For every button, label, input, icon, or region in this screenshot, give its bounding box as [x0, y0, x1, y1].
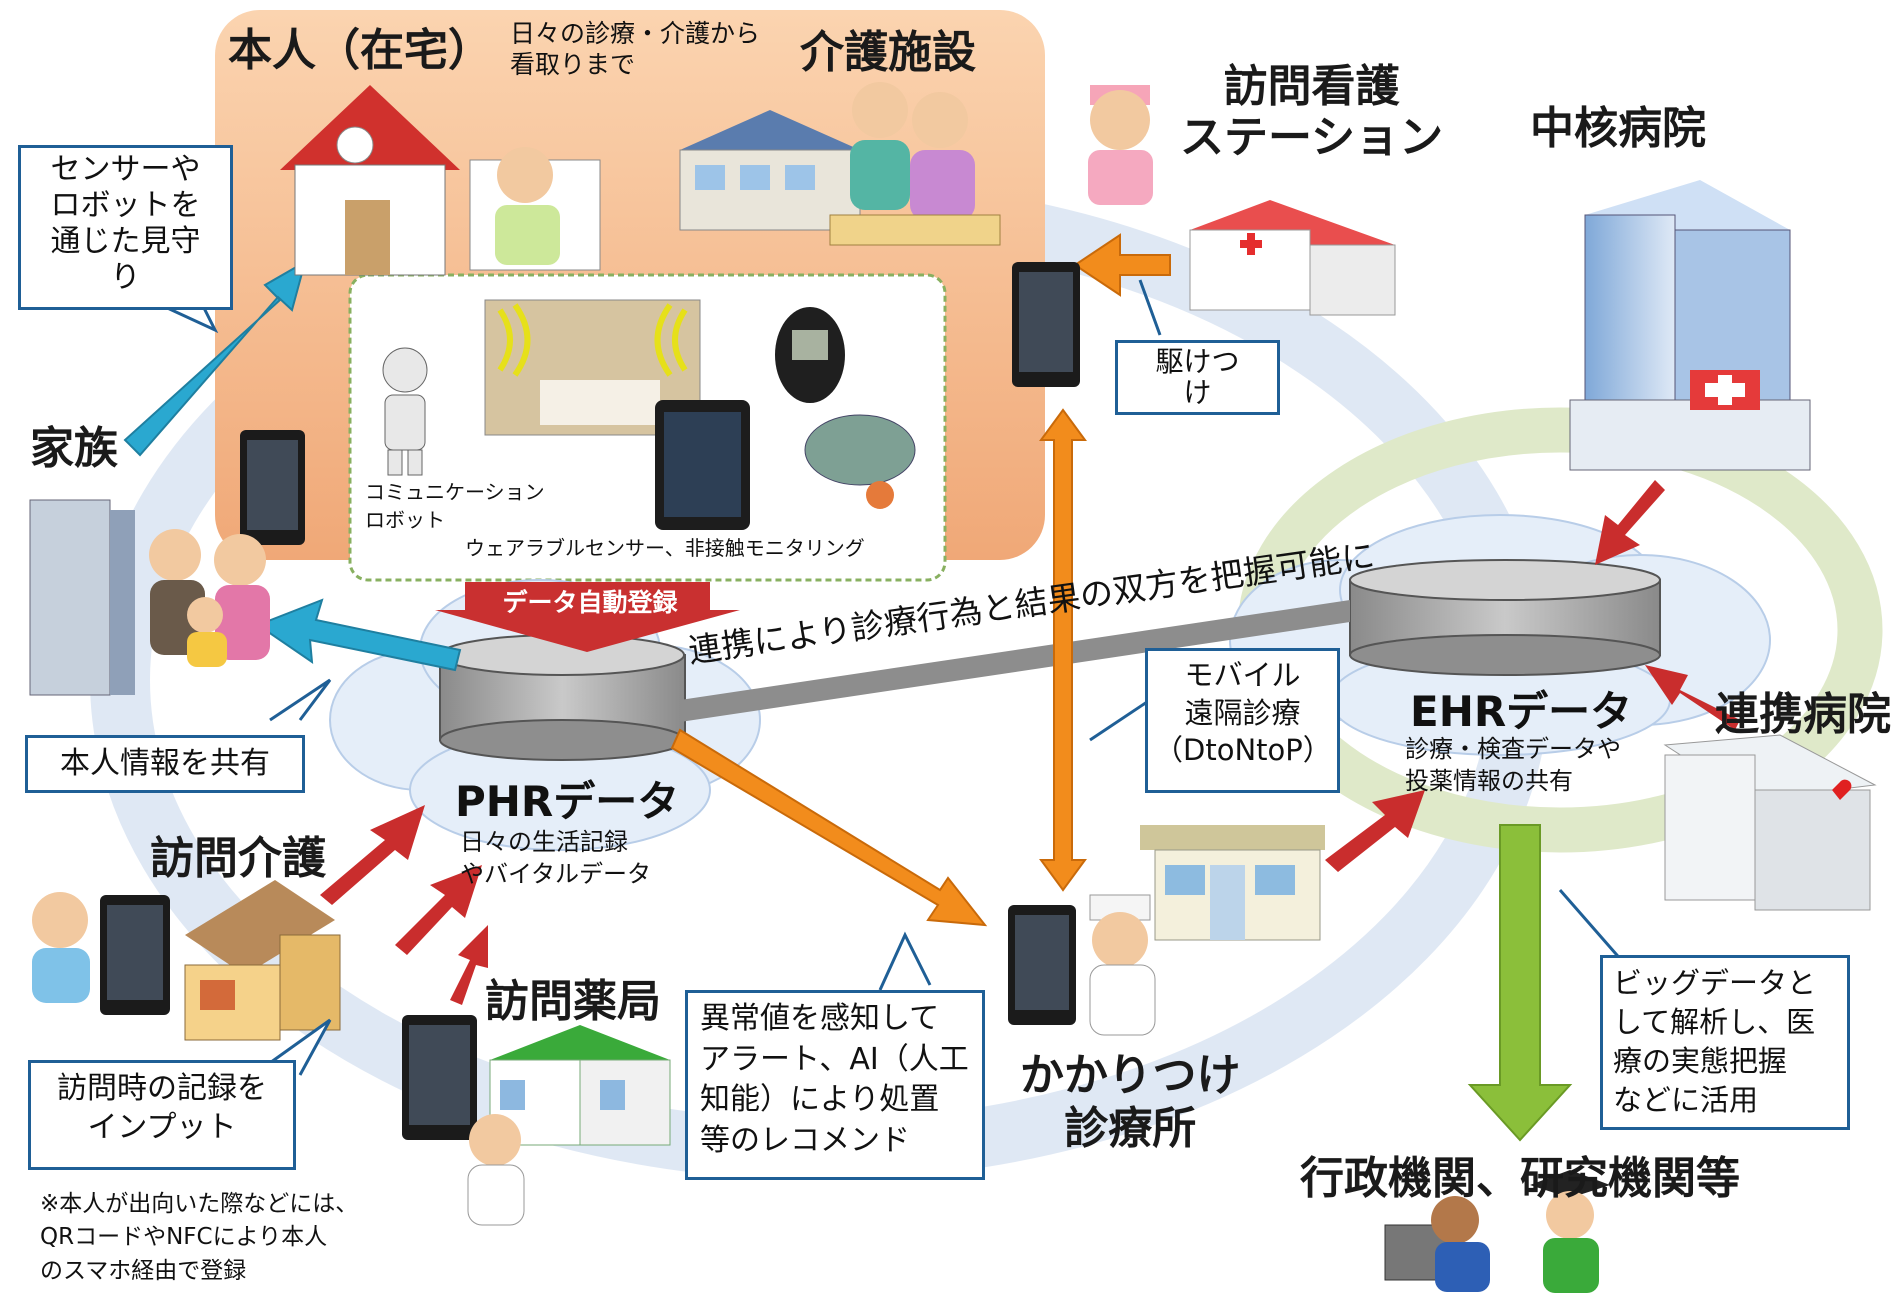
clinic-label: かかりつけ 診療所: [1020, 1050, 1241, 1154]
rush-callout: 駆けつ け: [1115, 340, 1280, 415]
nursing-station-icon: [1189, 200, 1396, 316]
ehr-title: EHRデータ: [1410, 687, 1633, 736]
auto-register-label: データ自動登録: [502, 588, 678, 617]
link-bar: [680, 600, 1350, 722]
red-arrow-visitcare-phr: [320, 805, 425, 905]
blue-arrow-to-home: [123, 259, 307, 457]
red-arrow-pharmacy-phr2: [450, 925, 488, 1005]
bigdata-callout: ビッグデータと して解析し、医 療の実態把握 などに活用: [1600, 955, 1850, 1130]
phr-title: PHRデータ: [455, 777, 680, 826]
admin-label: 行政機関、研究機関等: [1300, 1153, 1740, 1204]
home-helper-icon: [32, 892, 90, 1003]
red-arrow-core-ehr: [1595, 480, 1665, 565]
blood-pressure-icon: [804, 414, 916, 509]
alert-callout-tail: [878, 931, 932, 991]
admin-worker-icon: [1384, 1196, 1490, 1292]
visit-house-icon: [184, 880, 341, 1041]
red-arrow-clinic-ehr: [1325, 790, 1425, 872]
phr-desc: 日々の生活記録 やバイタルデータ: [460, 828, 652, 889]
red-arrow-pharmacy-phr1: [395, 865, 482, 955]
input-callout: 訪問時の記録を インプット: [28, 1060, 296, 1170]
orange-arrow-phr-clinic: [670, 728, 988, 927]
mobile-callout-tail: [1089, 698, 1151, 742]
care-facility-label: 介護施設: [800, 27, 976, 78]
nursing-station-label: 訪問看護 ステーション: [1180, 61, 1444, 163]
home-subtitle: 日々の診療・介護から 看取りまで: [510, 19, 761, 80]
mobile-callout: モバイル 遠隔診療 （DtoNtoP）: [1145, 648, 1340, 793]
researcher-icon: [1530, 1170, 1610, 1293]
orange-arrow-nursing: [1073, 233, 1171, 297]
sensor-callout: センサーや ロボットを 通じた見守 り: [18, 145, 233, 310]
elderly-person-icon: [469, 147, 601, 271]
tablet-icon: [655, 400, 750, 530]
caregiver-elder-icon: [829, 82, 1001, 246]
pharmacy-icon: [489, 1025, 671, 1146]
alert-callout: 異常値を感知して アラート、AI（人工 知能）により処置 等のレコメンド: [685, 990, 985, 1180]
home-house-icon: [280, 85, 460, 276]
visit-care-label: 訪問介護: [150, 833, 326, 884]
core-hospital-icon: [1569, 180, 1811, 471]
share-callout: 本人情報を共有: [25, 735, 305, 793]
footnote: ※本人が出向いた際などには、 QRコードやNFCにより本人 のスマホ経由で登録: [40, 1191, 359, 1284]
orange-arrow-vertical: [1039, 408, 1087, 892]
pharmacy-label: 訪問薬局: [485, 976, 661, 1027]
pedometer-icon: [775, 307, 845, 403]
pharmacist-icon: [467, 1114, 525, 1226]
core-hospital-label: 中核病院: [1530, 103, 1706, 154]
family-label: 家族: [30, 423, 118, 474]
rush-callout-tail: [1138, 279, 1162, 336]
ehr-desc: 診療・検査データや 投薬情報の共有: [1405, 735, 1621, 796]
share-callout-tail: [269, 678, 332, 722]
partner-hospital-icon: [1663, 734, 1877, 911]
robot-label: コミュニケーション ロボット: [365, 480, 545, 532]
green-arrow-admin: [1467, 824, 1573, 1142]
doctor-icon: [1089, 894, 1156, 1036]
family-people-icon: [149, 529, 270, 667]
robot-icon: [382, 347, 428, 476]
partner-hospital-label: 連携病院: [1715, 689, 1891, 740]
red-arrow-partner-ehr: [1645, 665, 1740, 730]
ehr-database: [1349, 559, 1661, 676]
home-title: 本人（在宅）: [228, 25, 492, 76]
family-building-icon: [29, 499, 135, 696]
phr-database: [439, 634, 686, 761]
auto-register-arrow: [435, 582, 740, 652]
wearable-label: ウェアラブルセンサー、非接触モニタリング: [465, 536, 865, 560]
blue-arrow-to-family: [255, 598, 462, 672]
clinic-building-icon: [1140, 825, 1325, 941]
nurse-icon: [1088, 85, 1153, 205]
